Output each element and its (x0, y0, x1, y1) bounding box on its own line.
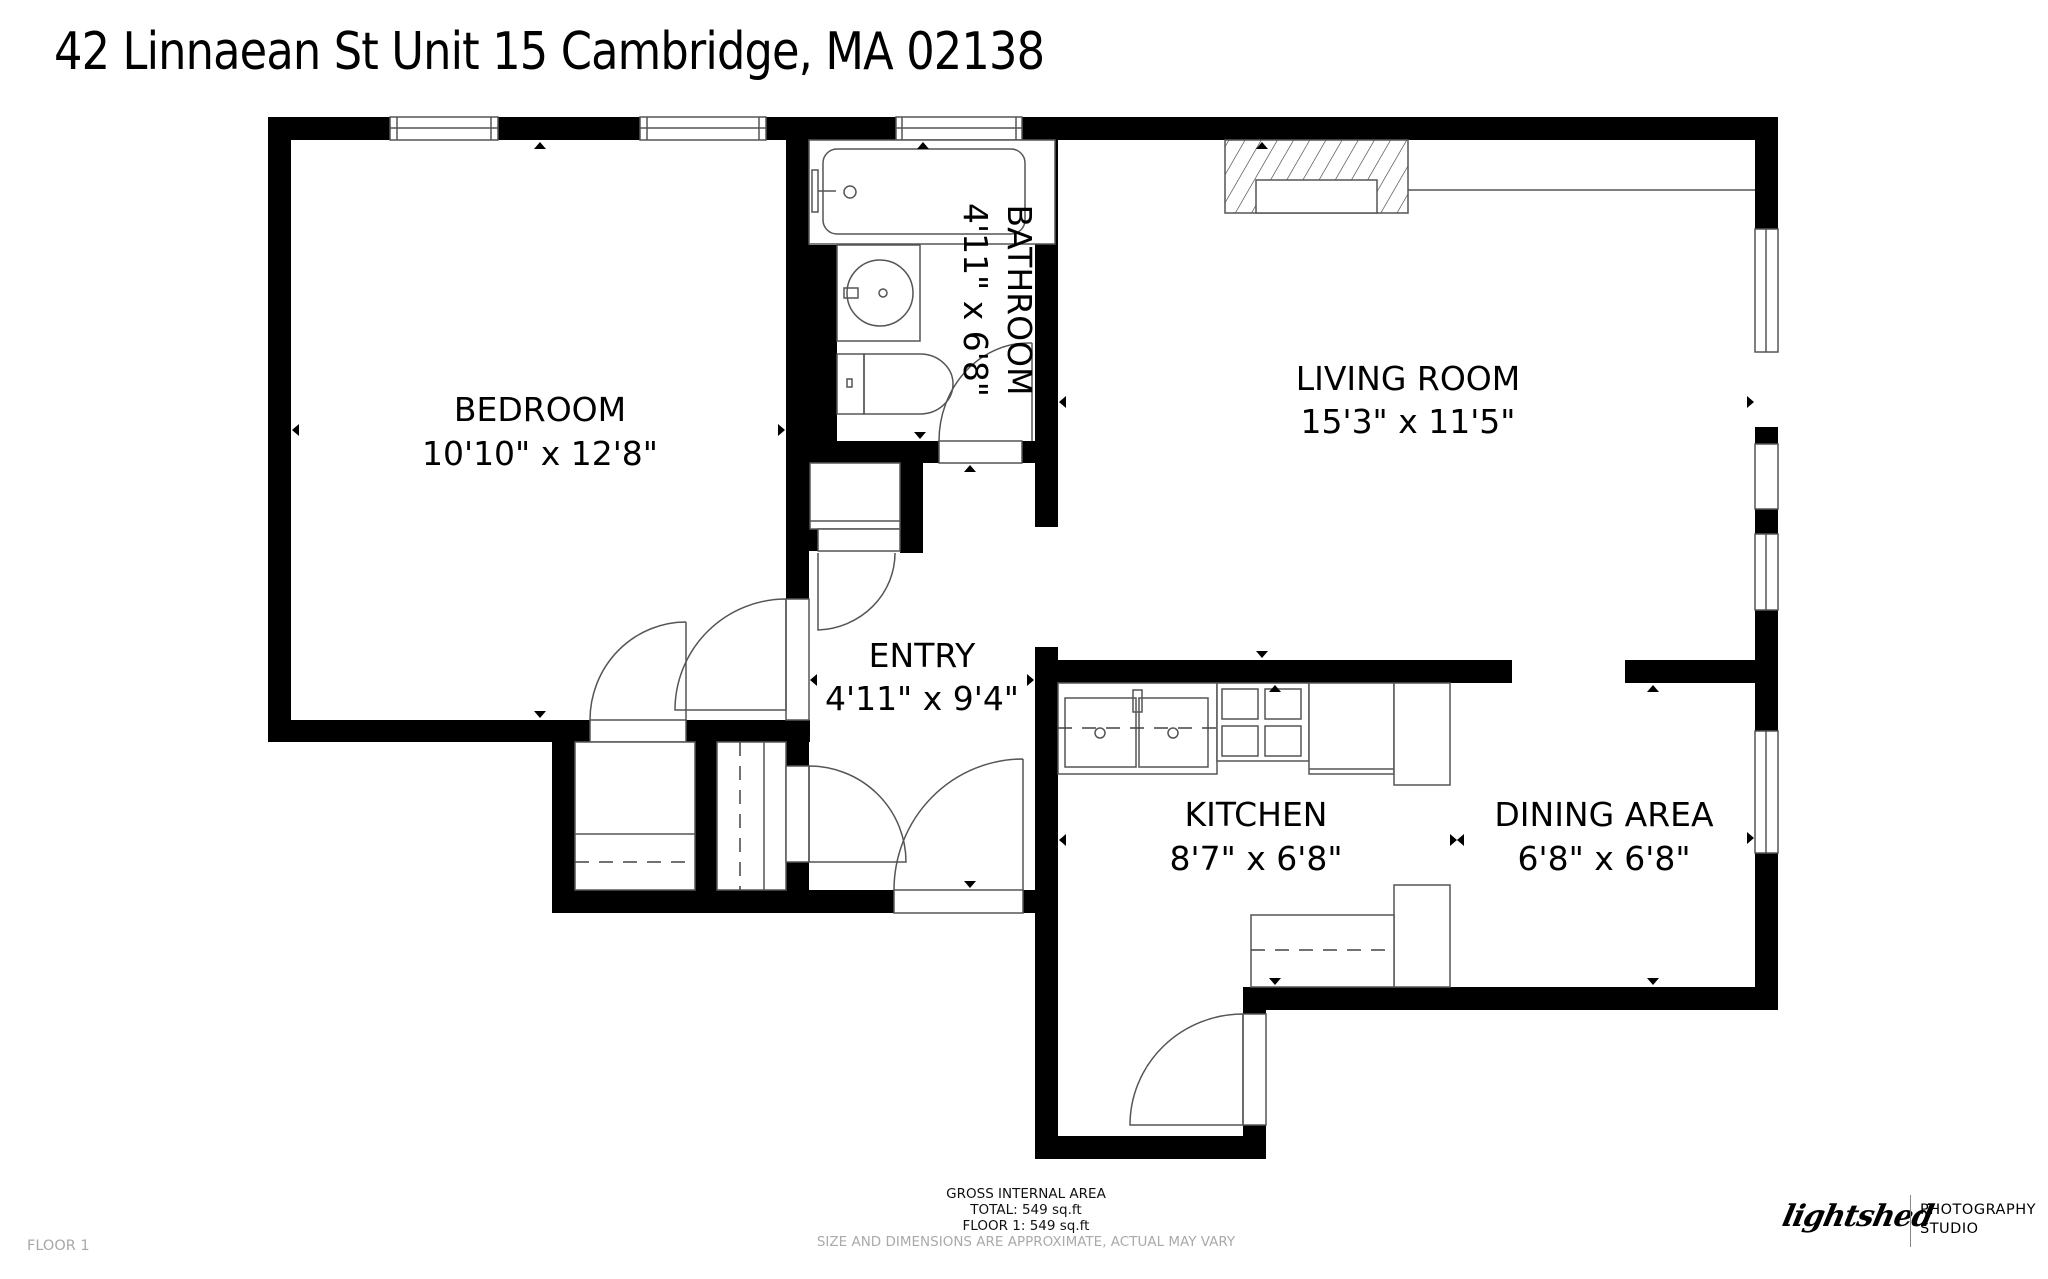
fireplace-icon (1224, 139, 1755, 214)
floor-label: FLOOR 1 (27, 1238, 90, 1254)
room-bathroom: BATHROOM 4'11" x 6'8" (956, 203, 1039, 397)
room-name: KITCHEN (1185, 795, 1328, 834)
room-kitchen: KITCHEN 8'7" x 6'8" (1170, 795, 1343, 878)
room-dimensions: 6'8" x 6'8" (1518, 839, 1691, 878)
area-heading: GROSS INTERNAL AREA (946, 1186, 1106, 1202)
fixtures (574, 139, 1755, 1126)
dimension-markers (292, 142, 1754, 985)
room-name: ENTRY (869, 636, 977, 675)
area-disclaimer: SIZE AND DIMENSIONS ARE APPROXIMATE, ACT… (816, 1234, 1236, 1250)
bathtub-icon (808, 139, 1056, 245)
room-living-room: LIVING ROOM 15'3" x 11'5" (1296, 359, 1521, 441)
bathroom-sink-icon (836, 244, 921, 342)
logo-divider (1910, 1195, 1911, 1247)
closet-right (716, 741, 787, 891)
area-total: TOTAL: 549 sq.ft (970, 1202, 1082, 1218)
stove-icon (1216, 682, 1310, 762)
studio-logo: lightshed PHOTOGRAPHY STUDIO (1779, 1193, 2036, 1263)
bedroom-doors (589, 598, 810, 743)
logo-text: PHOTOGRAPHY STUDIO (1920, 1201, 2036, 1239)
room-dining-area: DINING AREA 6'8" x 6'8" (1494, 795, 1714, 878)
room-dimensions: 4'11" x 6'8" (956, 203, 995, 397)
room-name: LIVING ROOM (1296, 359, 1521, 398)
room-dimensions: 8'7" x 6'8" (1170, 839, 1343, 878)
room-entry: ENTRY 4'11" x 9'4" (825, 636, 1019, 718)
room-dimensions: 10'10" x 12'8" (422, 434, 658, 473)
linen-closet (809, 462, 901, 631)
kitchen-sink-icon (1057, 682, 1218, 775)
kitchen-counter (1308, 682, 1451, 786)
room-bedroom: BEDROOM 10'10" x 12'8" (422, 390, 658, 473)
area-floor1: FLOOR 1: 549 sq.ft (962, 1218, 1090, 1234)
closet-door (785, 765, 907, 863)
room-name: DINING AREA (1494, 795, 1714, 834)
windows (389, 116, 1779, 854)
closet-left (574, 741, 696, 891)
kitchen-door (1129, 1013, 1267, 1126)
page-title: 42 Linnaean St Unit 15 Cambridge, MA 021… (54, 22, 1045, 82)
front-door (893, 758, 1024, 914)
logo-line1: PHOTOGRAPHY (1920, 1202, 2036, 1218)
room-name: BATHROOM (1000, 205, 1039, 396)
room-name: BEDROOM (454, 390, 626, 429)
bathroom-door (938, 342, 1033, 464)
refrigerator (1250, 884, 1451, 988)
gross-internal-area: GROSS INTERNAL AREA TOTAL: 549 sq.ft FLO… (0, 1186, 2048, 1250)
logo-line2: STUDIO (1920, 1221, 1979, 1237)
room-dimensions: 15'3" x 11'5" (1301, 402, 1516, 441)
toilet-icon (836, 353, 954, 415)
room-dimensions: 4'11" x 9'4" (825, 679, 1019, 718)
logo-script: lightshed (1779, 1199, 1936, 1234)
